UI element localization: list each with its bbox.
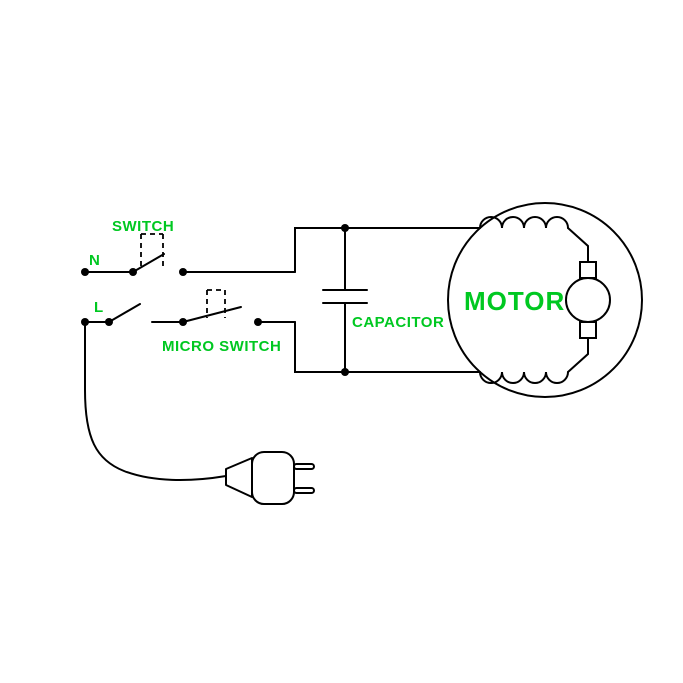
switch-linkages: [140, 233, 226, 318]
winding-connector-bottom: [567, 337, 589, 373]
live-label: L: [94, 299, 104, 316]
junction-dot: [81, 318, 89, 326]
junction-dot: [105, 318, 113, 326]
motor-body-circle: [447, 202, 643, 398]
stator-winding-bottom: [479, 371, 569, 384]
capacitor-label: CAPACITOR: [352, 314, 444, 331]
power-plug: [225, 451, 315, 505]
junction-dot: [341, 224, 349, 232]
switch-label: SWITCH: [112, 218, 174, 235]
junction-dot: [179, 268, 187, 276]
motor-symbol: [447, 202, 643, 398]
neutral-label: N: [89, 252, 100, 269]
rotor-circle: [565, 277, 611, 323]
switch-blade-neutral: [132, 253, 165, 273]
junction-dot: [81, 268, 89, 276]
labels: SWITCH N L MICRO SWITCH CAPACITOR MOTOR: [89, 218, 565, 355]
winding-connector-top: [567, 227, 589, 263]
wire-top-bus: [294, 227, 481, 273]
plug-body: [251, 451, 295, 505]
brush-top: [579, 261, 597, 279]
junction-dots: [81, 224, 349, 376]
wire-bottom-bus: [294, 321, 481, 373]
plug-strain-relief: [225, 457, 253, 498]
stator-winding-top: [479, 216, 569, 229]
wires: [84, 227, 481, 481]
junction-dot: [179, 318, 187, 326]
micro-switch-blade: [182, 306, 242, 323]
plug-prong-top: [293, 463, 315, 470]
junction-dot: [254, 318, 262, 326]
junction-dot: [341, 368, 349, 376]
micro-switch-label: MICRO SWITCH: [162, 338, 281, 355]
switch-blade-live: [108, 303, 141, 323]
brush-bottom: [579, 321, 597, 339]
plug-prong-bottom: [293, 487, 315, 494]
power-cable: [84, 321, 227, 481]
motor-label: MOTOR: [464, 286, 565, 316]
junction-dot: [129, 268, 137, 276]
